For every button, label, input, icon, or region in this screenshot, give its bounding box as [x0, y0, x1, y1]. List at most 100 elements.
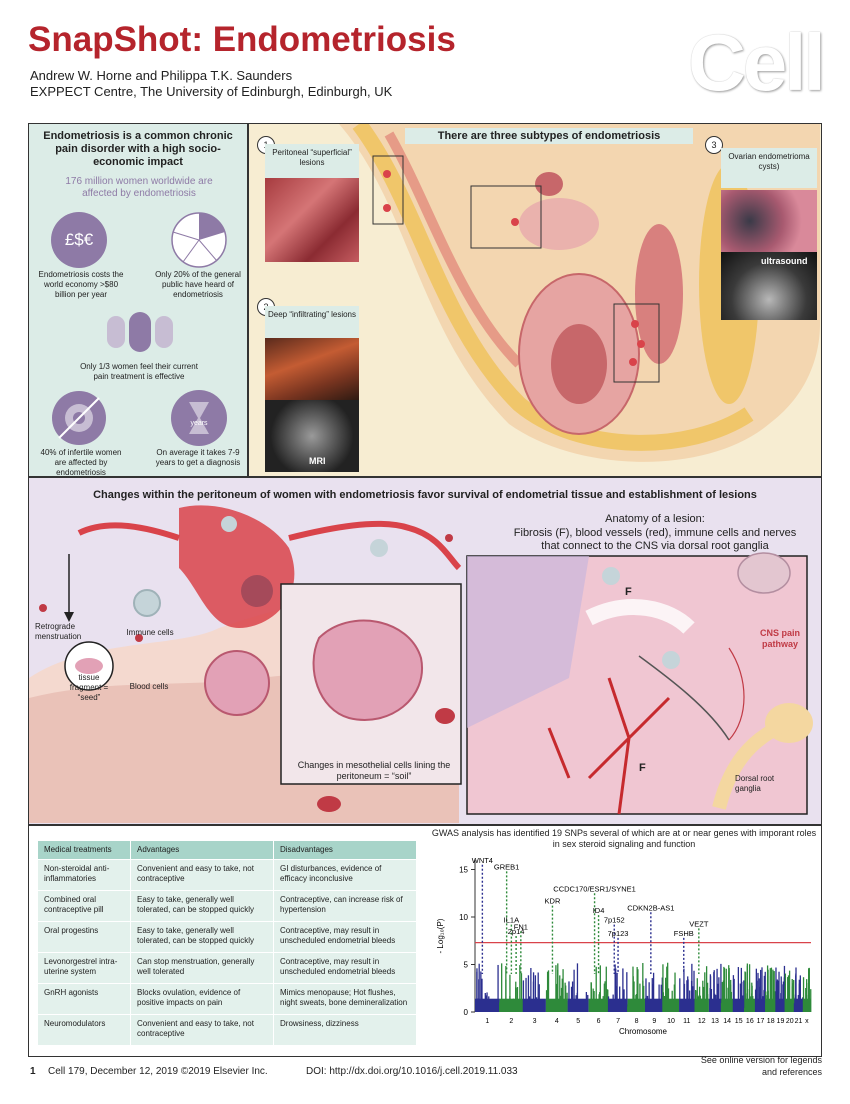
snp-band — [523, 998, 546, 1012]
x-tick-label: 10 — [667, 1018, 675, 1025]
snp-band — [608, 998, 628, 1012]
drg-label: Dorsal root ganglia — [735, 774, 775, 793]
table-row: Oral progestins Easy to take, generally … — [37, 921, 417, 953]
treatment-cell: Oral progestins — [37, 921, 131, 953]
snp-band — [785, 998, 795, 1012]
snp-band — [775, 998, 786, 1012]
peritoneal-lesion-photo — [265, 178, 359, 262]
gwas-title: GWAS analysis has identified 19 SNPs sev… — [431, 828, 817, 849]
citation: Cell 179, December 12, 2019 ©2019 Elsevi… — [48, 1066, 268, 1077]
table-row: Non-steroidal anti-inflammatories Conven… — [37, 859, 417, 891]
anatomy-title: Anatomy of a lesion: — [605, 513, 705, 525]
y-tick-label: 5 — [464, 961, 469, 970]
subtypes-heading: There are three subtypes of endometriosi… — [405, 128, 693, 144]
disadvantage-cell: Contraceptive, may result in unscheduled… — [273, 952, 417, 984]
gene-label: FSHB — [674, 929, 694, 938]
treatments-table: Medical treatments Advantages Disadvanta… — [37, 840, 417, 1046]
fact-treatment: Only 1/3 women feel their current pain t… — [80, 362, 198, 381]
gene-label: IL1A — [504, 916, 519, 925]
gene-label: 7p152 — [604, 916, 625, 925]
x-tick-label: 15 — [735, 1018, 743, 1025]
pie-chart-icon — [171, 212, 227, 268]
treatment-cell: Levonorgestrel intra-uterine system — [37, 952, 131, 984]
snp-band — [499, 998, 524, 1012]
advantage-cell: Easy to take, generally well tolerated, … — [130, 921, 274, 953]
x-tick-label: 13 — [711, 1018, 719, 1025]
page-number: 1 — [30, 1066, 36, 1077]
online-note: See online version for legends and refer… — [700, 1055, 822, 1077]
endometrioma-photo — [721, 190, 817, 252]
anatomy-description: Fibrosis (F), blood vessels (red), immun… — [513, 527, 797, 552]
x-tick-label: 4 — [555, 1018, 559, 1025]
immune-cells-label: Immune cells — [126, 628, 174, 637]
advantage-cell: Easy to take, generally well tolerated, … — [130, 890, 274, 922]
authors: Andrew W. Horne and Philippa T.K. Saunde… — [30, 68, 293, 83]
snp-band — [802, 998, 811, 1012]
snp-band — [627, 998, 646, 1012]
blood-cells-label: Blood cells — [129, 682, 169, 691]
snp-band — [567, 998, 589, 1012]
snp-band — [733, 998, 745, 1012]
x-tick-label: 12 — [698, 1018, 706, 1025]
gene-label: WNT4 — [472, 856, 493, 865]
table-row: GnRH agonists Blocks ovulation, evidence… — [37, 983, 417, 1015]
ultrasound-label: ultrasound — [761, 256, 808, 266]
x-tick-label: 6 — [597, 1018, 601, 1025]
retrograde-label: Retrograde menstruation — [35, 622, 82, 641]
snp-band — [765, 998, 776, 1012]
disadvantage-cell: Contraceptive, can increase risk of hype… — [273, 890, 417, 922]
snp-band — [679, 998, 695, 1012]
advantage-cell: Convenient and easy to take, not contrac… — [130, 859, 274, 891]
affiliation: EXPPECT Centre, The University of Edinbu… — [30, 84, 393, 99]
fact-cost: Endometriosis costs the world economy >$… — [38, 270, 124, 299]
x-tick-label: 17 — [757, 1018, 765, 1025]
women-icon — [107, 312, 177, 352]
ultrasound-image: ultrasound — [721, 252, 817, 320]
infertility-icon — [52, 391, 106, 445]
x-tick-label: 2 — [509, 1018, 513, 1025]
table-row: Neuromodulators Convenient and easy to t… — [37, 1014, 417, 1046]
snp-band — [755, 998, 766, 1012]
cell-logo: Cell — [688, 18, 826, 107]
x-tick-label: 19 — [777, 1018, 785, 1025]
snp-band — [475, 998, 500, 1012]
col-header-disadvantages: Disadvantages — [273, 840, 417, 860]
seed-label: tissue fragment = “seed” — [69, 673, 109, 702]
x-tick-label: 18 — [767, 1018, 775, 1025]
disadvantage-cell: GI disturbances, evidence of efficacy in… — [273, 859, 417, 891]
disadvantage-cell: Mimics menopause; Hot flushes, night swe… — [273, 983, 417, 1015]
snp-band — [721, 998, 734, 1012]
table-header-row: Medical treatments Advantages Disadvanta… — [37, 840, 417, 860]
y-tick-label: 15 — [459, 866, 468, 875]
gene-label: CCDC170/ESR1/SYNE1 — [553, 884, 636, 893]
gene-label: 2p14 — [508, 927, 525, 936]
cns-pain-label: CNS pain pathway — [759, 628, 800, 649]
fact-awareness: Only 20% of the general public have hear… — [155, 270, 241, 299]
y-tick-label: 10 — [459, 913, 468, 922]
x-tick-label: 21 — [795, 1018, 803, 1025]
disadvantage-cell: Contraceptive, may result in unscheduled… — [273, 921, 417, 953]
mri-image: MRI — [265, 400, 359, 472]
x-tick-label: 20 — [786, 1018, 794, 1025]
snp-band — [794, 998, 803, 1012]
disadvantage-cell: Drowsiness, dizziness — [273, 1014, 417, 1046]
gene-label: FN1 — [514, 922, 528, 931]
snp-band — [645, 998, 663, 1012]
y-axis-label: - Log₁₀(P) — [436, 918, 445, 953]
treatment-cell: Neuromodulators — [37, 1014, 131, 1046]
gene-label: VEZT — [689, 919, 709, 928]
burden-panel: Endometriosis is a common chronic pain d… — [28, 123, 248, 477]
subtypes-panel: There are three subtypes of endometriosi… — [248, 123, 822, 477]
fact-diagnosis: On average it takes 7-9 years to get a d… — [155, 448, 241, 467]
burden-heading: Endometriosis is a common chronic pain d… — [43, 130, 233, 168]
treatment-cell: Combined oral contraceptive pill — [37, 890, 131, 922]
hourglass-icon: years — [171, 390, 227, 446]
doi-link[interactable]: DOI: http://dx.doi.org/10.1016/j.cell.20… — [306, 1066, 518, 1077]
advantage-cell: Convenient and easy to take, not contrac… — [130, 1014, 274, 1046]
subtype-1-label: Peritoneal “superficial” lesions — [265, 144, 359, 178]
subtype-3-label: Ovarian endometrioma cysts) — [721, 148, 817, 188]
gene-label: ID4 — [593, 906, 605, 915]
x-tick-label: 11 — [683, 1018, 690, 1025]
currency-symbols: £$€ — [64, 230, 94, 249]
col-header-advantages: Advantages — [130, 840, 274, 860]
